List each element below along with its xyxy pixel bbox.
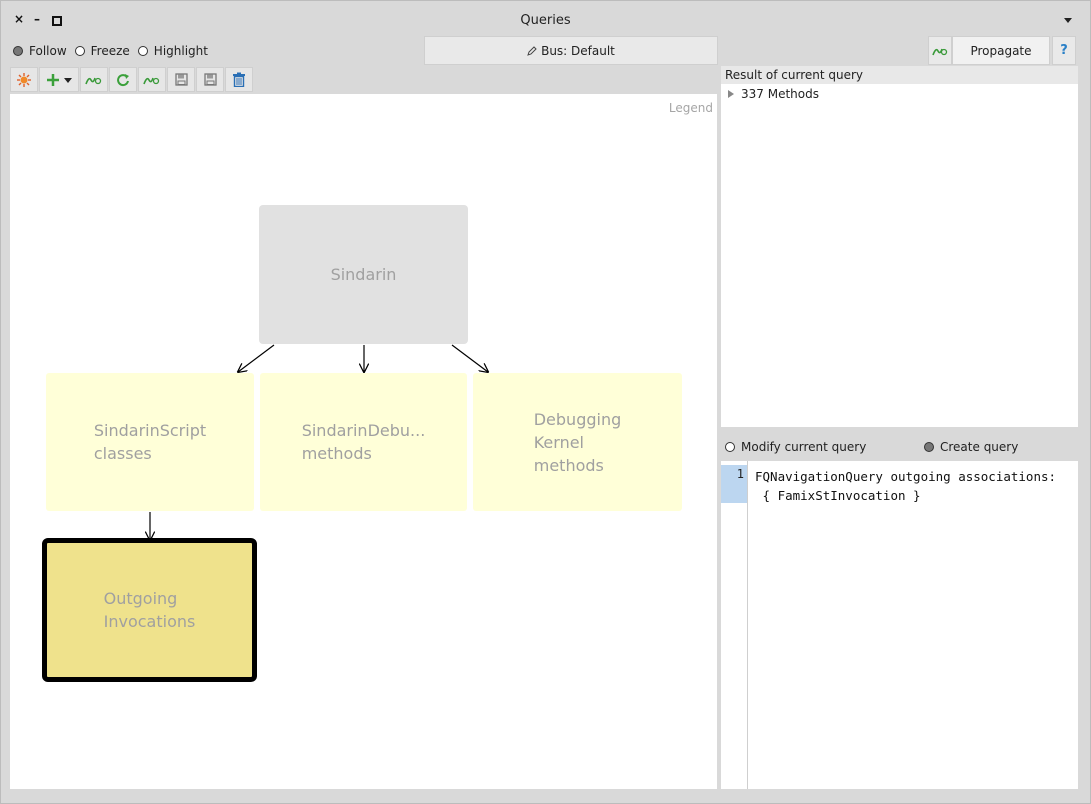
- bus-selector-button[interactable]: Bus: Default: [424, 36, 718, 65]
- propagate-icon-button[interactable]: [928, 36, 952, 65]
- save-as-icon: [203, 73, 217, 86]
- query-node-sindarin[interactable]: Sindarin: [259, 205, 468, 344]
- freeze-radio[interactable]: Freeze: [74, 44, 130, 58]
- query-graph-canvas[interactable]: Legend Sindarin SindarinScript classes S…: [10, 94, 717, 789]
- query-node-outgoing-invocations[interactable]: Outgoing Invocations: [42, 538, 257, 682]
- radio-unselected-icon: [74, 46, 85, 56]
- filter-query-icon: [932, 48, 948, 55]
- save-icon: [174, 73, 188, 86]
- highlight-radio[interactable]: Highlight: [137, 44, 208, 58]
- query-toolbar: [10, 67, 254, 93]
- radio-selected-icon: [13, 46, 23, 56]
- modify-query-label: Modify current query: [741, 440, 867, 454]
- result-tree-item[interactable]: 337 Methods: [721, 84, 1078, 104]
- filter-query-icon: [143, 77, 160, 84]
- line-number-gutter: [721, 461, 748, 789]
- save-as-button[interactable]: [196, 67, 224, 92]
- legend-link[interactable]: Legend: [668, 101, 713, 115]
- propagate-label: Propagate: [970, 43, 1032, 58]
- window-menu-icon[interactable]: [1064, 18, 1072, 23]
- freeze-label: Freeze: [90, 44, 130, 58]
- query-mode-group: Modify current query Create query: [725, 439, 1077, 455]
- follow-mode-group: Follow Freeze Highlight: [13, 43, 216, 59]
- trash-icon: [233, 72, 245, 87]
- create-query-label: Create query: [940, 440, 1019, 454]
- radio-selected-icon: [924, 442, 934, 452]
- query-code-editor[interactable]: 1 FQNavigationQuery outgoing association…: [721, 461, 1078, 789]
- line-number: 1: [721, 465, 747, 503]
- radio-unselected-icon: [725, 442, 735, 452]
- result-panel: Result of current query 337 Methods: [721, 66, 1078, 427]
- expand-arrow-icon[interactable]: [728, 90, 734, 98]
- modify-query-radio[interactable]: Modify current query: [725, 440, 866, 454]
- query-node-debugging-kernel[interactable]: Debugging Kernel methods: [473, 373, 682, 511]
- edge-sindarin-to-kernel: [451, 344, 488, 372]
- node-label: Sindarin: [330, 265, 397, 284]
- bus-label: Bus: Default: [541, 43, 615, 58]
- pencil-icon: [527, 45, 537, 56]
- node-label: Outgoing Invocations: [103, 589, 196, 631]
- title-bar: × – Queries: [1, 1, 1090, 35]
- node-label: SindarinScript classes: [93, 421, 207, 463]
- query-node-sindarin-script[interactable]: SindarinScript classes: [46, 373, 254, 511]
- result-header: Result of current query: [721, 66, 1078, 84]
- result-item-label: 337 Methods: [741, 87, 819, 101]
- radio-unselected-icon: [137, 46, 148, 56]
- edge-sindarin-to-script: [238, 344, 275, 372]
- new-query-button[interactable]: [10, 67, 38, 92]
- create-query-radio[interactable]: Create query: [924, 440, 1018, 454]
- filter-query-icon: [85, 77, 102, 84]
- query-node-sindarin-debu[interactable]: SindarinDebu... methods: [260, 373, 467, 511]
- sun-icon: [17, 72, 31, 87]
- help-icon: ?: [1060, 43, 1068, 58]
- help-button[interactable]: ?: [1052, 36, 1076, 65]
- node-label: SindarinDebu... methods: [301, 421, 426, 463]
- refresh-icon: [117, 73, 129, 86]
- add-query-button[interactable]: [39, 67, 79, 92]
- filter-query-button[interactable]: [80, 67, 108, 92]
- minimize-window-button[interactable]: –: [34, 12, 40, 26]
- propagate-button[interactable]: Propagate: [952, 36, 1050, 65]
- follow-label: Follow: [29, 44, 67, 58]
- highlight-label: Highlight: [153, 44, 208, 58]
- window-title: Queries: [520, 13, 571, 28]
- maximize-window-button[interactable]: [52, 16, 62, 26]
- plus-icon: [46, 73, 59, 86]
- follow-radio[interactable]: Follow: [13, 44, 67, 58]
- chevron-down-icon: [63, 77, 72, 83]
- save-button[interactable]: [167, 67, 195, 92]
- query-code[interactable]: FQNavigationQuery outgoing associations:…: [755, 469, 1057, 503]
- close-window-button[interactable]: ×: [14, 12, 25, 26]
- delete-button[interactable]: [225, 67, 253, 92]
- filter-query-button-2[interactable]: [138, 67, 166, 92]
- query-edges: [10, 344, 717, 789]
- refresh-query-button[interactable]: [109, 67, 137, 92]
- node-label: Debugging Kernel methods: [533, 409, 622, 475]
